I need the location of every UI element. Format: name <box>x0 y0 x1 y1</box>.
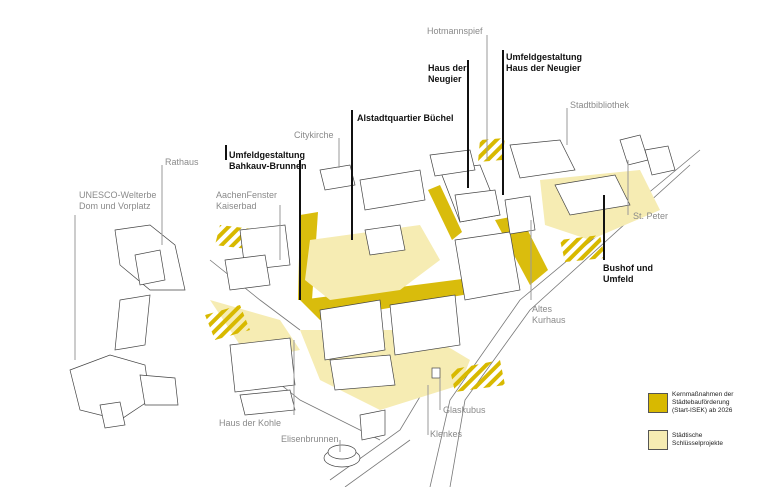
label-elisenbrunnen: Elisenbrunnen <box>281 434 339 444</box>
label-klenkes: Klenkes <box>430 429 463 439</box>
label-glaskubus: Glaskubus <box>443 405 486 415</box>
legend-swatch-key <box>648 430 668 450</box>
leader-lines <box>74 35 629 452</box>
label-altes-kurhaus: Altes Kurhaus <box>532 304 566 325</box>
glaskubus-marker <box>431 367 441 379</box>
legend-label-key: Städtische Schlüsselprojekte <box>672 432 723 447</box>
label-hotmannspief: Hotmannspief <box>427 26 483 36</box>
label-umfeldgestaltung-bahkauv-brunnen: Umfeldgestaltung Bahkauv-Brunnen <box>229 150 307 171</box>
label-stadtbibliothek: Stadtbibliothek <box>570 100 630 110</box>
legend-swatch-core <box>648 393 668 413</box>
buildings <box>69 134 676 441</box>
legend-label-core: Kernmaßnahmen der Städtebauförderung (St… <box>672 391 734 414</box>
label-bushof-und-umfeld: Bushof und Umfeld <box>603 263 653 284</box>
label-altstadtquartier-buechel: Alstadtquartier Büchel <box>357 113 454 123</box>
label-haus-der-neugier: Haus der Neugier <box>428 63 467 84</box>
label-rathaus: Rathaus <box>165 157 199 167</box>
label-unesco-welterbe: UNESCO-Welterbe Dom und Vorplatz <box>79 190 157 211</box>
label-aachenfenster-kaiserbad: AachenFenster Kaiserbad <box>216 190 278 211</box>
label-haus-der-kohle: Haus der Kohle <box>219 418 282 428</box>
elisenbrunnen-rotunda <box>323 444 361 468</box>
label-st-peter: St. Peter <box>633 211 669 221</box>
label-umfeldgestaltung-haus-der-neugier: Umfeldgestaltung Haus der Neugier <box>506 52 583 73</box>
label-citykirche: Citykirche <box>294 130 334 140</box>
